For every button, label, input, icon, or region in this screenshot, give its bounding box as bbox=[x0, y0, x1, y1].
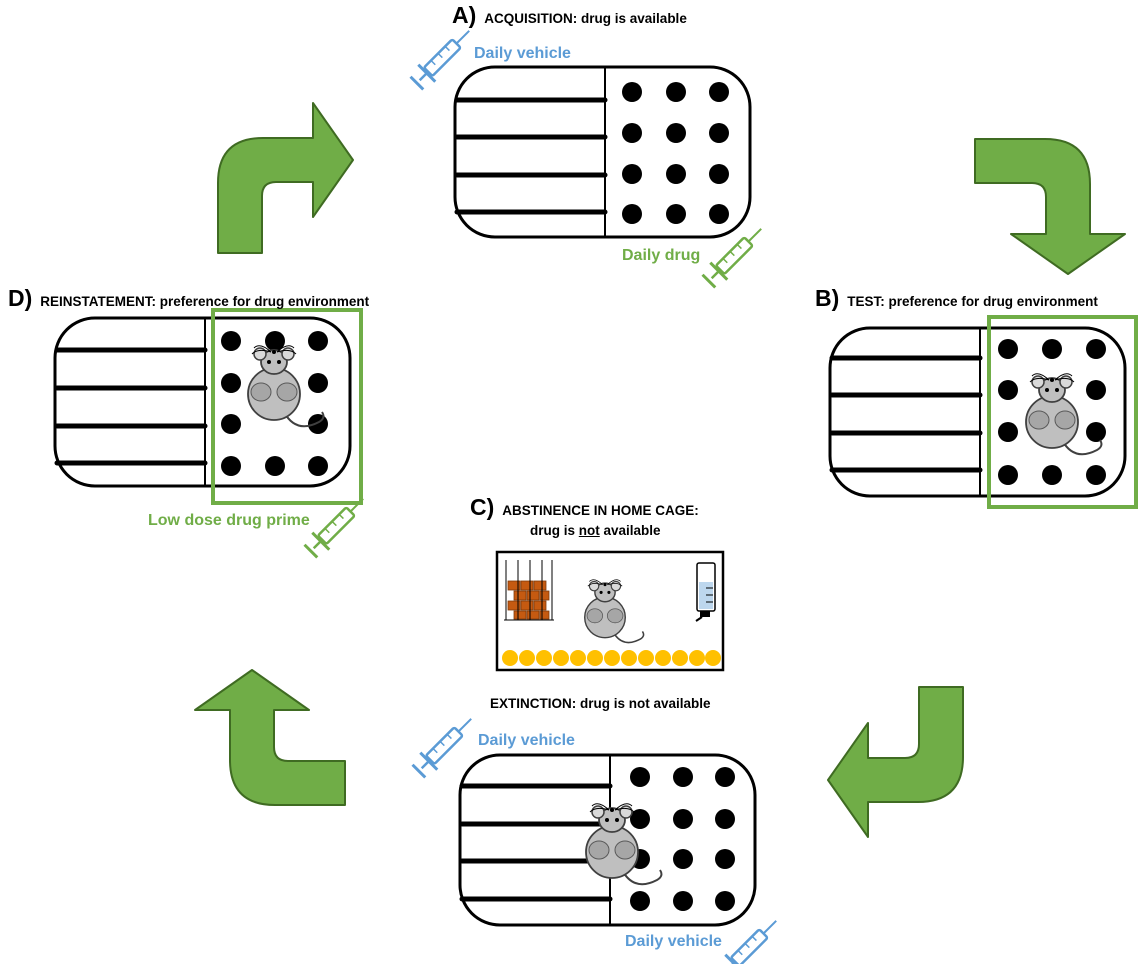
panel-d-title: REINSTATEMENT: preference for drug envir… bbox=[40, 294, 370, 309]
injection-label-prime: Low dose drug prime bbox=[148, 512, 310, 529]
apparatus-b bbox=[828, 315, 1138, 509]
apparatus-a bbox=[453, 65, 752, 239]
curved-arrow-icon bbox=[217, 102, 354, 254]
panel-a-heading: A) ACQUISITION: drug is available bbox=[452, 2, 687, 29]
extinction-title: EXTINCTION: drug is not available bbox=[490, 696, 711, 711]
home-cage bbox=[495, 550, 725, 672]
panel-c-subtitle-pre: drug is bbox=[530, 523, 579, 538]
apparatus-d bbox=[53, 308, 363, 505]
injection-label-vehicle: Daily vehicle bbox=[625, 933, 722, 950]
panel-c-subtitle-post: available bbox=[599, 523, 661, 538]
panel-a-title: ACQUISITION: drug is available bbox=[484, 11, 687, 26]
apparatus-extinction bbox=[458, 753, 757, 927]
panel-b-heading: B) TEST: preference for drug environment bbox=[815, 285, 1098, 312]
injection-label-drug: Daily drug bbox=[622, 247, 701, 264]
water-bottle-icon bbox=[695, 562, 716, 622]
panel-d-heading: D) REINSTATEMENT: preference for drug env… bbox=[8, 285, 369, 312]
panel-b-letter: B) bbox=[815, 285, 840, 311]
curved-arrow-icon bbox=[194, 669, 346, 806]
injection-label-vehicle: Daily vehicle bbox=[474, 45, 571, 62]
injection-label-vehicle: Daily vehicle bbox=[478, 732, 575, 749]
panel-c-subtitle: drug is not available bbox=[530, 523, 661, 538]
panel-d-letter: D) bbox=[8, 285, 33, 311]
curved-arrow-icon bbox=[827, 686, 964, 838]
syringe-icon bbox=[300, 488, 374, 562]
panel-c-title: ABSTINENCE IN HOME CAGE: bbox=[502, 503, 699, 518]
curved-arrow-icon bbox=[974, 138, 1126, 275]
panel-c-letter: C) bbox=[470, 494, 495, 520]
panel-c-heading: C) ABSTINENCE IN HOME CAGE: bbox=[470, 494, 699, 521]
panel-a-letter: A) bbox=[452, 2, 477, 28]
panel-c-subtitle-not: not bbox=[578, 523, 600, 538]
panel-b-title: TEST: preference for drug environment bbox=[847, 294, 1098, 309]
